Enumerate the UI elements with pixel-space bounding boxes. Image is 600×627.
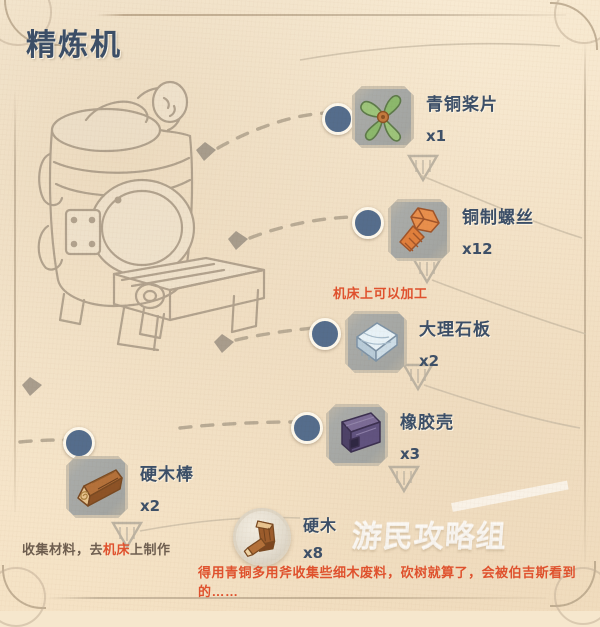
annotation-wood-part1: 得用 [198,565,226,580]
annotation-wood-part3: 收集些 [292,565,334,580]
item-qty: x3 [400,445,421,463]
item-slot-frame [352,86,414,148]
annotation-machine-tool: 机床上可以加工 [333,284,428,303]
node-propeller [322,103,354,135]
item-name: 橡胶壳 [400,413,454,432]
sweep-line-4 [299,42,561,61]
item-text: 硬木 x8 [303,508,337,562]
hardwood-stick-icon [66,456,128,518]
node-rubber [291,412,323,444]
annotation-collect-part1: 收集材料，去 [22,542,104,557]
annotation-machine-tool-text: 机床上可以加工 [333,286,428,301]
triangle-marker-2 [410,256,444,285]
link-to-rubber [178,420,294,430]
item-qty: x12 [462,240,493,258]
item-slot-frame [233,508,291,566]
frame-line-left [14,92,16,512]
watermark-slash [451,480,569,512]
triangle-marker-1 [406,154,440,183]
item-text: 铜制螺丝 x12 [462,199,534,258]
item-name: 铜制螺丝 [462,208,534,227]
item-slot-frame [388,199,450,261]
frame-line-top [96,14,566,16]
annotation-wood-part4: 细木废料 [333,565,388,580]
item-bronze-propeller[interactable]: 青铜桨片 x1 [352,86,498,148]
arrow-marker-4 [22,377,42,396]
item-text: 硬木棒 x2 [140,456,194,515]
annotation-collect-part3: 上制作 [130,542,171,557]
bronze-propeller-icon [352,86,414,148]
hardwood-log-icon [236,511,288,563]
triangle-marker-4 [387,465,421,494]
page-title: 精炼机 [26,29,122,62]
node-stick [63,427,95,459]
rubber-shell-icon [326,404,388,466]
item-slot-frame [66,456,128,518]
annotation-wood: 得用青铜多用斧收集些细木废料，砍树就算了，会被伯吉斯看到的…… [198,563,590,601]
item-slot-frame [326,404,388,466]
refiner-machine-illustration [18,58,274,358]
item-name: 青铜桨片 [426,95,498,114]
item-name: 硬木 [303,518,338,535]
copper-screw-icon [388,199,450,261]
item-marble-slab[interactable]: 大理石板 x2 [345,311,491,373]
annotation-wood-part2: 青铜多用斧 [225,565,293,580]
item-hardwood-stick[interactable]: 硬木棒 x2 [66,456,194,518]
item-copper-screw[interactable]: 铜制螺丝 x12 [388,199,534,261]
item-text: 橡胶壳 x3 [400,404,454,463]
item-rubber-shell[interactable]: 橡胶壳 x3 [326,404,454,466]
marble-slab-icon [345,311,407,373]
node-marble [309,318,341,350]
item-text: 大理石板 x2 [419,311,491,370]
item-name: 硬木棒 [140,465,194,484]
item-qty: x1 [426,127,447,145]
item-hardwood[interactable]: 硬木 x8 [233,508,337,566]
corner-arc-top-right [554,0,600,44]
item-qty: x2 [419,352,440,370]
node-screw [352,207,384,239]
annotation-collect-part2: 机床 [103,542,131,557]
annotation-collect: 收集材料，去机床上制作 [22,540,202,559]
item-text: 青铜桨片 x1 [426,86,498,145]
annotation-wood-part5: ，砍树就算了，会被伯吉斯看到的…… [198,565,577,599]
item-qty: x8 [303,544,324,562]
watermark: 游民攻略组 [350,521,508,554]
item-qty: x2 [140,497,161,515]
item-slot-frame [345,311,407,373]
item-name: 大理石板 [419,320,491,339]
frame-line-right [584,42,586,562]
frame-line-bottom [46,597,546,599]
